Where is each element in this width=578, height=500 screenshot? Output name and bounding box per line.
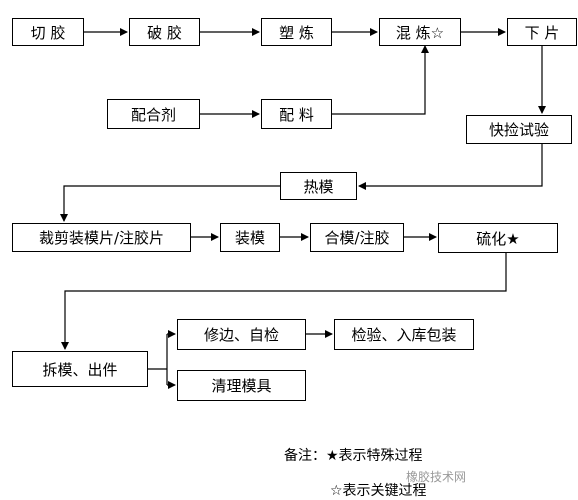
step-xia-pian: 下 片 (507, 18, 577, 46)
legend-special-process: 备注：★表示特殊过程 (284, 448, 423, 464)
arrow-liuhua-chaimo (61, 253, 507, 350)
step-chai-mo: 拆模、出件 (12, 351, 148, 387)
step-re-mo: 热模 (280, 172, 357, 200)
step-qie-jiao: 切 胶 (12, 18, 84, 46)
arrow-kuaijian-remo (358, 144, 543, 190)
step-liu-hua: 硫化★ (438, 223, 558, 253)
step-jian-yan: 检验、入库包装 (334, 319, 474, 350)
step-su-lian: 塑 炼 (261, 18, 332, 46)
legend-key-process: ☆表示关键过程 (330, 483, 427, 499)
step-pei-he-ji: 配合剂 (107, 99, 200, 129)
arrow-remo-caijian (60, 185, 280, 222)
step-he-mo: 合模/注胶 (310, 223, 404, 252)
step-xiu-bian: 修边、自检 (177, 319, 306, 350)
watermark: 橡胶技术网 (406, 470, 467, 484)
step-cai-jian: 裁剪装模片/注胶片 (12, 223, 191, 252)
step-po-jiao: 破 胶 (129, 18, 200, 46)
step-zhuang-mo: 装模 (220, 223, 280, 252)
step-hun-lian: 混 炼☆ (379, 18, 461, 46)
arrow-peiliao-hunlian (332, 45, 429, 115)
step-qing-li: 清理模具 (177, 370, 306, 401)
step-pei-liao: 配 料 (261, 99, 332, 129)
step-kuai-jian: 快捡试验 (466, 115, 572, 144)
